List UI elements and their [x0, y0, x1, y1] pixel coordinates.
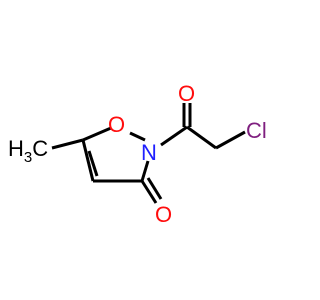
chlorine-label: Cl [246, 118, 267, 143]
ring-oxygen-label: O [108, 112, 125, 137]
atom-labels: H3C O N O O Cl [8, 81, 267, 227]
bond-c3-o [140, 180, 158, 204]
bond-c5-c4-inner [87, 150, 99, 177]
molecule-structure: H3C O N O O Cl [8, 81, 267, 227]
bond-c3-n2 [140, 160, 150, 182]
bonds [51, 103, 246, 204]
bond-ch2-cl [215, 130, 246, 150]
acyl-oxygen-label: O [178, 81, 195, 106]
bond-cacyl-ch2 [186, 125, 217, 150]
bond-n2-cacyl [160, 125, 188, 147]
bond-o1-n2 [129, 131, 146, 142]
ring-nitrogen-label: N [141, 140, 157, 165]
bond-c5-c4 [81, 139, 95, 182]
methyl-label: H3C [8, 136, 48, 166]
ketone-oxygen-label: O [155, 202, 172, 227]
molecule-canvas: H3C O N O O Cl [8, 81, 267, 227]
bond-c5-o1 [82, 126, 112, 142]
bond-methyl-c5 [51, 138, 84, 150]
bond-c3-o-inner [146, 177, 163, 200]
